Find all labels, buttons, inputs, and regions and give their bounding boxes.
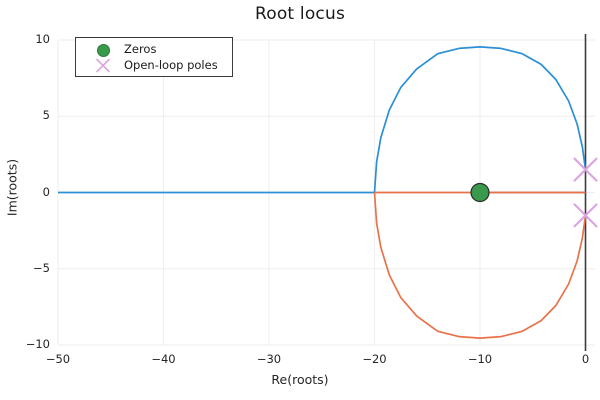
chart-legend: Zeros Open-loop poles (75, 37, 233, 77)
x-tick-label: −10 (467, 352, 493, 366)
legend-item-zeros: Zeros (76, 41, 232, 58)
y-tick-label: 0 (42, 184, 50, 199)
zero-marker (470, 182, 490, 203)
x-tick-label: −20 (362, 352, 387, 366)
legend-label-poles: Open-loop poles (124, 58, 218, 72)
x-axis-label: Re(roots) (271, 372, 329, 387)
x-tick-label: −30 (256, 352, 282, 366)
x-tick-label: −50 (45, 352, 71, 366)
locus-branch-lower-arc (373, 192, 587, 339)
y-tick-label: −5 (33, 260, 50, 275)
x-tick-label: −40 (151, 352, 176, 366)
circle-marker-icon (90, 41, 116, 58)
y-tick-label: 10 (35, 32, 50, 46)
y-tick-label: 5 (42, 108, 50, 123)
locus-branch-upper-arc (373, 46, 587, 193)
legend-item-poles: Open-loop poles (76, 57, 232, 74)
x-tick-label: 0 (581, 352, 590, 366)
x-marker-icon (90, 57, 116, 74)
chart-title: Root locus (254, 4, 346, 24)
pole-marker (573, 157, 598, 182)
y-tick-label: −10 (25, 337, 50, 351)
pole-marker (573, 203, 598, 228)
legend-label-zeros: Zeros (124, 42, 157, 56)
